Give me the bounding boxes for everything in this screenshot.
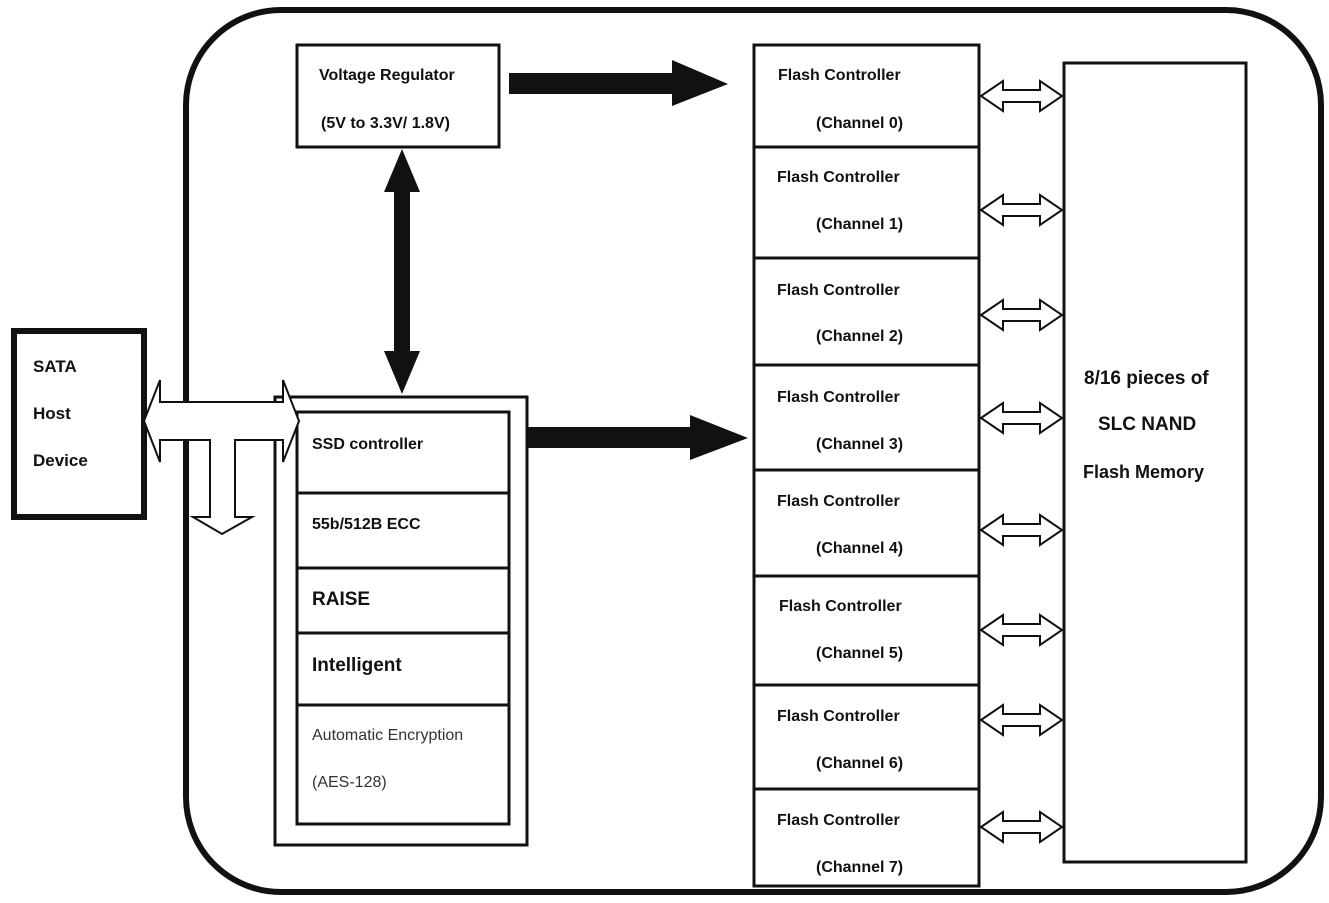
nand-link-arrow-channel-5 [979, 613, 1064, 647]
nand-link-arrow-channel-1 [979, 193, 1064, 227]
flash-controller-channel: (Channel 0) [816, 115, 904, 132]
flash-controller-channel: (Channel 2) [816, 328, 904, 345]
host-label-sata: SATA [33, 357, 77, 376]
nand-link-arrow-channel-6 [979, 703, 1064, 737]
arrow-regulator-to-flash [509, 60, 728, 106]
flash-controller-channel: (Channel 4) [816, 540, 904, 557]
flash-controller-channel: (Channel 6) [816, 755, 904, 772]
flash-controller-title: Flash Controller [777, 389, 900, 406]
ssd-controller-label: SSD controller [312, 436, 424, 453]
sata-host-box [11, 328, 147, 520]
host-label-host: Host [33, 404, 71, 423]
nand-link-arrow-channel-7 [979, 810, 1064, 844]
arrow-host-down [189, 439, 256, 536]
flash-controller-column [752, 43, 981, 888]
intelligent-label: Intelligent [312, 655, 402, 676]
nand-link-arrow-channel-2 [979, 298, 1064, 332]
nand-flash-box [1062, 61, 1248, 864]
nand-link-arrow-channel-4 [979, 513, 1064, 547]
host-label-device: Device [33, 451, 88, 470]
controller-inner-box [295, 410, 511, 826]
flash-controller-title: Flash Controller [777, 493, 900, 510]
flash-controller-channel: (Channel 5) [816, 645, 904, 662]
flash-controller-title: Flash Controller [777, 169, 900, 186]
flash-controller-title: Flash Controller [779, 598, 902, 615]
nand-link-arrow-channel-0 [979, 79, 1064, 113]
flash-controller-title: Flash Controller [777, 812, 900, 829]
flash-controller-title: Flash Controller [777, 708, 900, 725]
ecc-label: 55b/512B ECC [312, 516, 421, 533]
flash-controller-title: Flash Controller [777, 282, 900, 299]
voltage-regulator-box [295, 43, 501, 149]
flash-controller-channel: (Channel 1) [816, 216, 904, 233]
flash-controller-channel: (Channel 7) [816, 859, 904, 876]
ssd-enclosure [183, 7, 1324, 895]
nand-label-type: SLC NAND [1098, 414, 1197, 435]
nand-label-memory: Flash Memory [1083, 462, 1205, 482]
arrow-host-controller [142, 379, 301, 463]
raise-label: RAISE [312, 589, 371, 610]
flash-controller-channel: (Channel 3) [816, 436, 904, 453]
flash-controller-title: Flash Controller [778, 67, 901, 84]
encryption-label: Automatic Encryption [312, 727, 464, 744]
nand-link-arrow-channel-3 [979, 401, 1064, 435]
voltage-regulator-range: (5V to 3.3V/ 1.8V) [321, 115, 450, 132]
nand-label-pieces: 8/16 pieces of [1084, 368, 1209, 389]
voltage-regulator-title: Voltage Regulator [319, 67, 455, 84]
aes-label: (AES-128) [312, 774, 387, 791]
arrow-controller-to-flash [527, 415, 748, 460]
arrow-regulator-controller [384, 149, 420, 394]
